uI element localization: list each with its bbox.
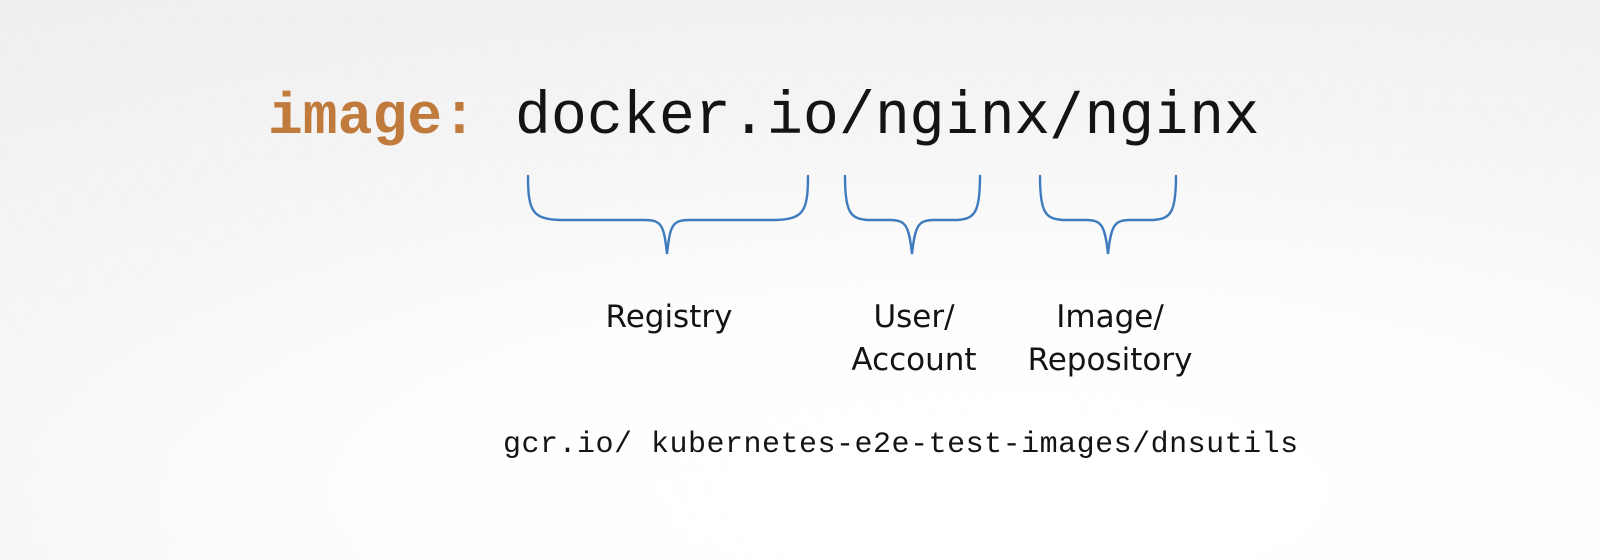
segment-label-image-repository: Image/ Repository (1027, 299, 1193, 378)
segment-label-registry: Registry (605, 299, 733, 335)
brace-user-account (843, 174, 982, 255)
brace-image-repository (1038, 174, 1178, 255)
example-image-reference: gcr.io/ kubernetes-e2e-test-images/dnsut… (503, 428, 1299, 462)
segment-label-user-account: User/ Account (851, 299, 977, 378)
brace-registry (526, 174, 810, 255)
registry-token: docker.io/ (514, 84, 875, 152)
image-key-label: image: (268, 86, 477, 151)
image-reference-line: image:docker.io/nginx/nginx (268, 84, 1259, 148)
repository-path-token: nginx/nginx (874, 79, 1260, 147)
